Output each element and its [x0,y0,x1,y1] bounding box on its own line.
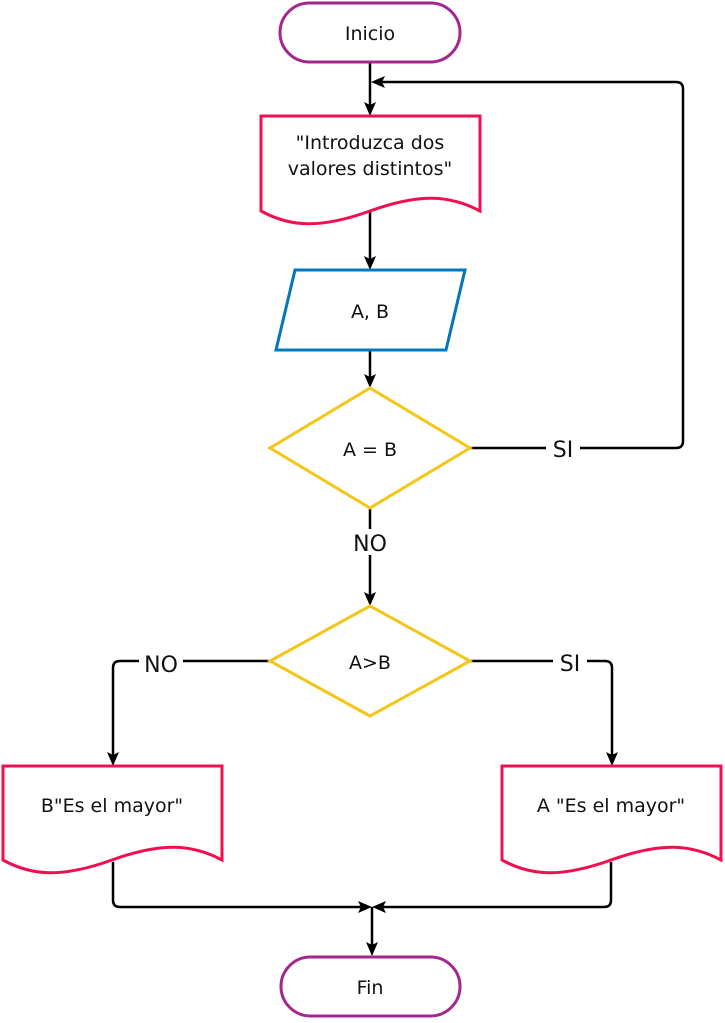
terminal-shape-end [279,955,462,1018]
node-b-greater: B"Es el mayor" [1,764,224,875]
prompt-label-line1: "Introduzca dos [296,132,445,154]
edge-label-compare-yes: SI [560,652,580,677]
edge-label-equal-yes: SI [553,438,573,463]
arrowhead-input-to-equal-check [364,374,376,388]
io-shape-input [274,268,467,352]
arrowhead-start-to-prompt [364,102,376,116]
decision-shape-compare [266,604,474,718]
arrowhead-equal-check-to-compare [364,592,376,606]
arrowhead-b-greater-to-merge [358,901,372,913]
arrowhead-prompt-to-input [364,256,376,270]
input-label: A, B [351,301,389,323]
arrowhead-loop-return [371,76,385,88]
arrowhead-compare-to-b-greater [107,752,119,766]
edge-loop-return [380,80,685,450]
edge-labels: SI NO NO SI [139,435,587,678]
edge-a-greater-to-merge [381,862,613,909]
decision-shape-equal-check [267,386,473,510]
edge-label-compare-no-bg [139,651,183,677]
arrowhead-a-greater-to-merge [372,901,386,913]
edges [107,63,685,956]
node-prompt: "Introduzca dos valores distintos" [259,114,482,226]
a-greater-label: A "Es el mayor" [537,795,685,817]
edge-label-equal-no-bg [348,529,392,555]
terminal-shape-start [278,1,462,64]
node-compare: A>B [266,604,474,718]
start-label: Inicio [345,23,395,45]
node-a-greater: A "Es el mayor" [500,764,723,875]
edge-label-equal-no: NO [353,532,387,557]
node-end: Fin [279,955,462,1018]
node-equal-check: A = B [267,386,473,510]
compare-label: A>B [349,652,391,674]
edge-label-compare-no: NO [144,653,178,678]
edge-label-compare-yes-bg [553,649,587,675]
edge-label-equal-yes-bg [546,435,580,461]
arrowhead-merge-to-end [366,942,378,956]
end-label: Fin [357,977,384,999]
edge-b-greater-to-merge [111,862,363,909]
document-shape-b-greater [1,764,224,875]
equal-check-label: A = B [343,439,397,461]
node-start: Inicio [278,1,462,64]
document-shape-prompt [259,114,482,226]
prompt-label-line2: valores distintos" [288,158,453,180]
edge-compare-to-b-greater [111,659,270,757]
edge-compare-to-a-greater [470,659,614,757]
b-greater-label: B"Es el mayor" [41,795,183,817]
document-shape-a-greater [500,764,723,875]
node-input: A, B [274,268,467,352]
arrowhead-compare-to-a-greater [606,752,618,766]
